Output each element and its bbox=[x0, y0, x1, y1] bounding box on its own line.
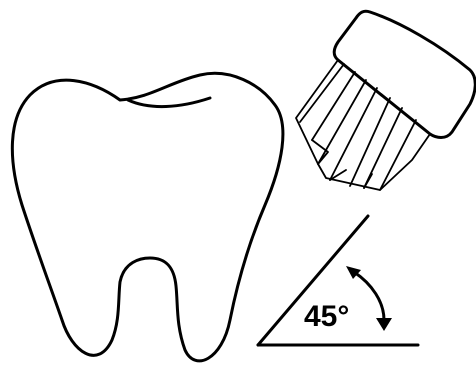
angle-label: 45° bbox=[304, 300, 349, 333]
toothbrush-icon bbox=[296, 11, 475, 190]
rotation-arrow-icon bbox=[346, 266, 392, 331]
tooth-icon bbox=[12, 73, 283, 361]
